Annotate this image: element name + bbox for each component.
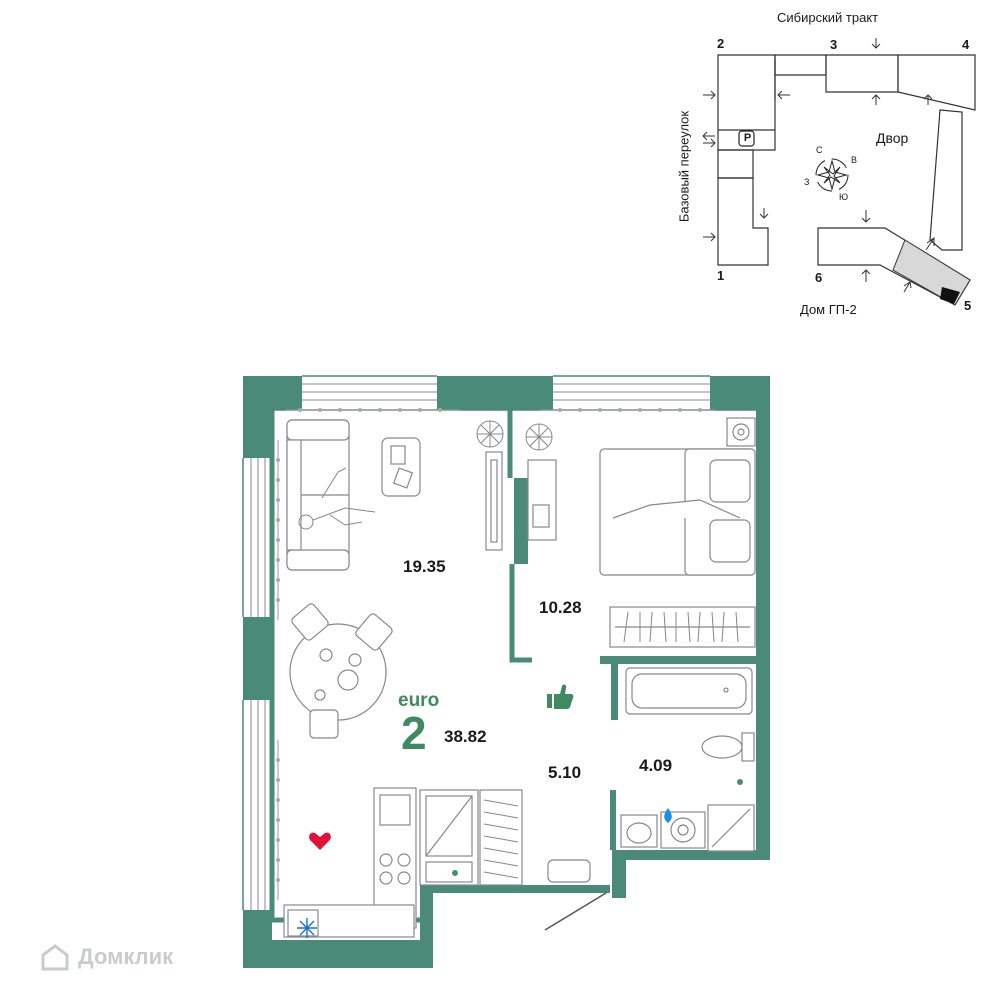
house-logo-icon	[41, 944, 69, 971]
parking-label: P	[743, 132, 752, 144]
building-label: Дом ГП-2	[800, 302, 857, 317]
thumbs-up-icon	[547, 684, 574, 709]
room-area-living-kitchen: 19.35	[403, 557, 446, 576]
room-area-hall: 5.10	[548, 763, 582, 782]
toilet-icon	[701, 732, 755, 762]
rooms-count: 2	[401, 707, 427, 759]
bed-icon	[599, 448, 756, 576]
room-area-bathroom: 4.09	[639, 756, 673, 775]
kitchen-icon	[283, 787, 417, 938]
entrance-number-3: 3	[830, 37, 838, 52]
compass-east: В	[851, 155, 858, 165]
current-building-section	[892, 239, 971, 306]
total-area: 38.82	[444, 727, 487, 746]
entrance-number-5: 5	[964, 298, 972, 313]
compass-rose-icon	[815, 158, 849, 192]
yard-label: Двор	[876, 130, 909, 146]
entrance-number-1: 1	[717, 268, 725, 283]
heart-icon	[309, 832, 331, 850]
compass-west: З	[804, 177, 810, 187]
dining-table-icon	[289, 603, 393, 739]
site-plan-drawing	[702, 38, 976, 306]
compass-south: Ю	[839, 192, 849, 202]
entrance-number-6: 6	[815, 270, 823, 285]
snowflake-icon	[297, 918, 317, 938]
plan-type-label: euro	[398, 690, 440, 711]
street-left-label: Базовый переулок	[676, 110, 692, 223]
street-top-label: Сибирский тракт	[777, 10, 879, 25]
watermark-text: Домклик	[78, 944, 174, 969]
room-area-bedroom: 10.28	[539, 598, 582, 617]
plant-icon	[476, 420, 553, 451]
site-plan: Сибирский тракт Базовый переулок Двор До…	[660, 0, 1000, 330]
entrance-number-4: 4	[962, 37, 970, 52]
sofa-icon	[286, 419, 350, 571]
bathtub-icon	[625, 667, 753, 715]
water-drop-icon	[664, 808, 672, 823]
compass-north: С	[816, 145, 823, 155]
entrance-number-2: 2	[717, 36, 725, 51]
watermark: Домклик	[40, 940, 173, 974]
